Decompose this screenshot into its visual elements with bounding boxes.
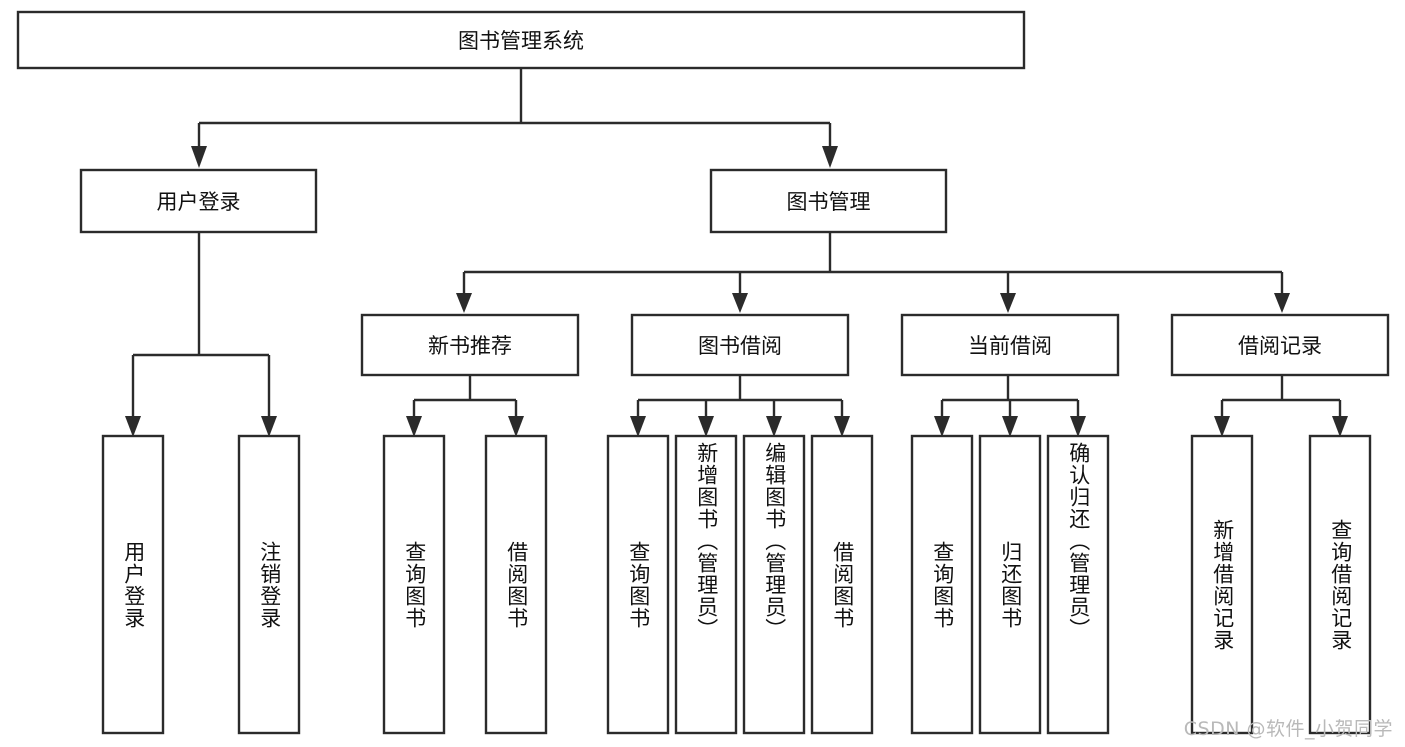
node-leaf-user-login[interactable] [101, 434, 165, 735]
node-leaf-add-record[interactable] [1190, 434, 1254, 735]
connector-bookborrow-to-leaves [630, 375, 850, 437]
node-leaf-add-book[interactable] [674, 434, 738, 735]
connector-bookmanage-to-level3 [456, 232, 1290, 313]
node-leaf-query-book-1[interactable] [382, 434, 446, 735]
connector-root-to-level2 [191, 68, 838, 168]
node-leaf-confirm-return[interactable] [1046, 434, 1110, 735]
node-root[interactable] [16, 10, 1026, 70]
node-leaf-query-book-2[interactable] [606, 434, 670, 735]
node-new-book-recommend[interactable] [360, 313, 580, 377]
node-leaf-borrow-book-1[interactable] [484, 434, 548, 735]
node-leaf-query-book-3[interactable] [910, 434, 974, 735]
watermark: CSDN @软件_小贺同学 [1183, 718, 1393, 740]
connector-userlogin-to-leaves [125, 232, 277, 437]
node-leaf-edit-book[interactable] [742, 434, 806, 735]
connector-borrowrecord-to-leaves [1214, 375, 1348, 437]
node-borrow-record[interactable] [1170, 313, 1390, 377]
connector-currentborrow-to-leaves [934, 375, 1086, 437]
node-leaf-logout[interactable] [237, 434, 301, 735]
node-leaf-return-book[interactable] [978, 434, 1042, 735]
node-leaf-query-record[interactable] [1308, 434, 1372, 735]
connector-newbook-to-leaves [406, 375, 524, 437]
node-leaf-borrow-book-2[interactable] [810, 434, 874, 735]
node-book-borrow[interactable] [630, 313, 850, 377]
node-user-login[interactable] [79, 168, 318, 234]
node-current-borrow[interactable] [900, 313, 1120, 377]
node-book-manage[interactable] [709, 168, 948, 234]
